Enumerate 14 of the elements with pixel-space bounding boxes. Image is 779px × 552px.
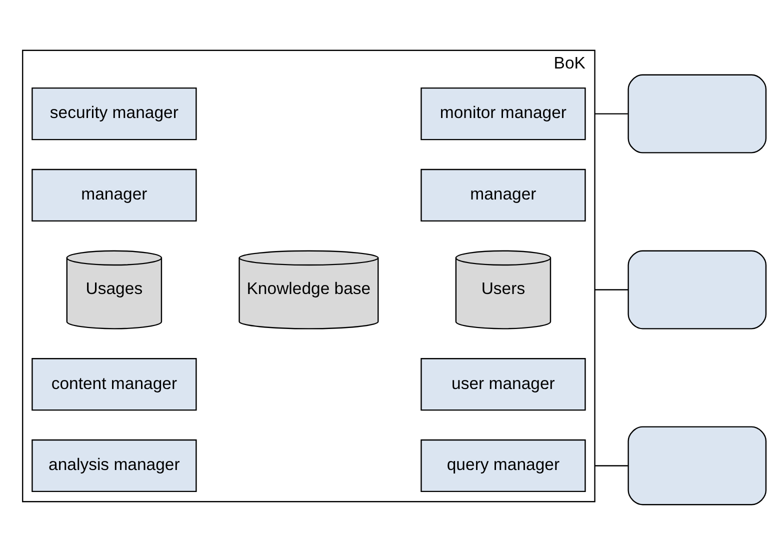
connector bbox=[594, 289, 628, 290]
node-box bbox=[628, 74, 767, 154]
node-box: manager bbox=[420, 168, 586, 222]
node-box: analysis manager bbox=[32, 439, 197, 492]
node-box: query manager bbox=[420, 439, 586, 492]
node-box: security manager bbox=[32, 87, 197, 140]
node-box: user manager bbox=[420, 358, 586, 411]
node-box bbox=[628, 250, 767, 330]
node-box bbox=[628, 426, 767, 506]
node-box: manager bbox=[32, 168, 197, 222]
connector bbox=[594, 113, 628, 114]
node-box: content manager bbox=[32, 358, 197, 411]
node-box: monitor manager bbox=[420, 87, 586, 140]
connector bbox=[594, 465, 628, 466]
